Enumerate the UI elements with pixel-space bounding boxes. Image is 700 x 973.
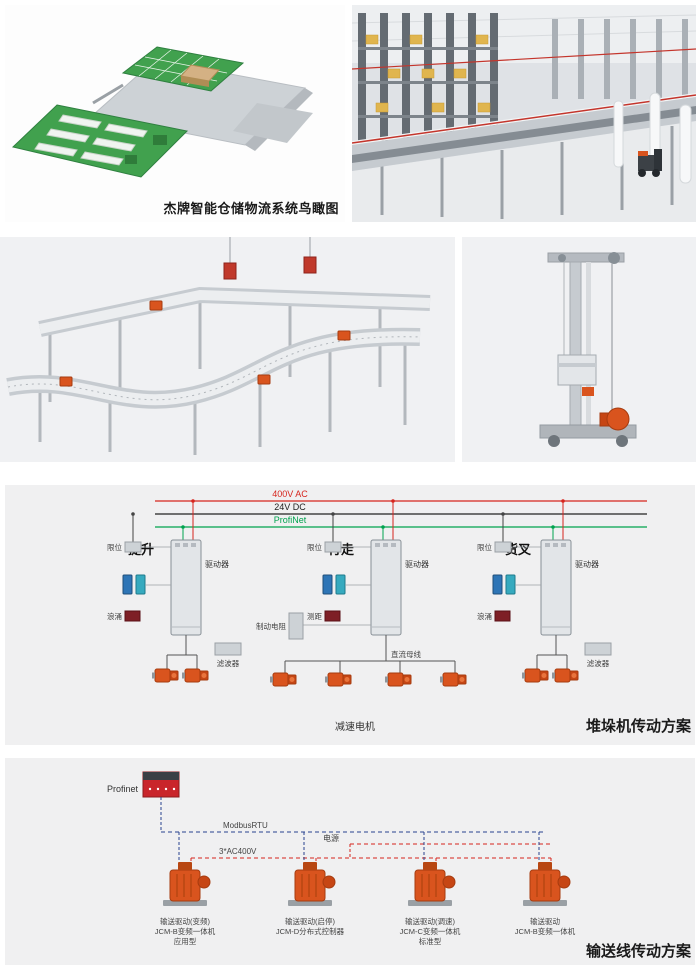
stacker-diagram-caption: 堆垛机传动方案 — [586, 717, 692, 735]
stacker-group-travel: 行走 驱动器 限位 测距 制动电阻 — [256, 499, 467, 687]
driver-label: 驱动器 — [575, 559, 599, 569]
conveyor-drive-diagram: Profinet ModbusRTU 电源 3*AC400V — [107, 771, 692, 960]
gear-motor-icon — [151, 668, 179, 683]
warehouse-overview-illustration — [11, 46, 313, 178]
stacker-drive-diagram-panel: 400V AC 24V DC ProfiNet 提升 驱动器 限位 浪涌 — [5, 485, 695, 745]
contactor-icon — [335, 574, 346, 595]
stacker-crane-image — [462, 237, 696, 462]
bus-24vdc-label: 24V DC — [274, 502, 306, 512]
limit-label: 限位 — [107, 542, 122, 552]
pallet-boxes — [365, 34, 491, 113]
bus-400vac-label: 400V AC — [272, 489, 308, 499]
unit4-line1: 输送驱动 — [530, 916, 560, 926]
gear-motor-caption: 减速电机 — [335, 720, 375, 733]
limit-switch-box — [124, 541, 142, 553]
breaker-icon — [492, 574, 503, 595]
gear-motor-icon — [269, 672, 297, 687]
storage-racks — [358, 13, 688, 141]
ranging-box — [324, 610, 341, 622]
limit-label: 限位 — [307, 542, 322, 552]
contactor-icon — [135, 574, 146, 595]
gear-motor-icon — [181, 668, 209, 683]
surge-label: 浪涌 — [107, 611, 122, 621]
stacker-group-fork: 货叉 驱动器 限位 浪涌 滤波器 — [477, 499, 612, 683]
conveyor-drive-motor-icon — [522, 861, 571, 907]
conveyor-motor-icons — [59, 300, 351, 387]
filter-box — [584, 642, 612, 656]
gear-motor-icon — [521, 668, 549, 683]
limit-switch-box — [324, 541, 342, 553]
stacker-drive-diagram: 400V AC 24V DC ProfiNet 提升 驱动器 限位 浪涌 — [107, 489, 692, 735]
contactor-icon — [505, 574, 516, 595]
mezzanine-conveyor — [352, 93, 696, 171]
surge-box — [494, 610, 511, 622]
conveyor-diagram-caption: 输送线传动方案 — [586, 942, 692, 960]
driver-label: 驱动器 — [205, 559, 229, 569]
filter-label: 滤波器 — [217, 658, 240, 668]
brake-resistor-label: 制动电阻 — [256, 621, 286, 631]
filter-box — [214, 642, 242, 656]
overview-photo-panel: 杰牌智能仓储物流系统鸟瞰图 — [5, 5, 345, 222]
profinet-label: Profinet — [107, 784, 139, 794]
modbus-label: ModbusRTU — [223, 821, 268, 830]
limit-switch-box — [494, 541, 512, 553]
gear-motor-icon — [439, 672, 467, 687]
unit2-line1: 输送驱动(启停) — [285, 916, 335, 926]
stacker-group-lift: 提升 驱动器 限位 浪涌 滤波器 — [107, 499, 242, 683]
limit-label: 限位 — [477, 542, 492, 552]
ranging-label: 测距 — [307, 612, 322, 621]
bus-profinet-label: ProfiNet — [274, 515, 307, 525]
gear-motor-icon — [551, 668, 579, 683]
unit3-line3: 标准型 — [419, 936, 442, 946]
conveyor-drive-motor-icon — [162, 861, 211, 907]
driver-label: 驱动器 — [405, 559, 429, 569]
ac400v-label: 3*AC400V — [219, 847, 257, 856]
conveyor-tracks — [6, 286, 431, 409]
unit2-line2: JCM-D分布式控制器 — [276, 926, 345, 936]
driver-box — [540, 539, 572, 636]
forklift-icon — [638, 149, 662, 177]
overview-caption: 杰牌智能仓储物流系统鸟瞰图 — [163, 201, 339, 216]
warehouse-overview-image — [5, 5, 345, 222]
gear-motor-icon — [384, 672, 412, 687]
bus-drop-lines — [178, 832, 552, 862]
conveyor-system-image — [0, 237, 455, 462]
power-label: 电源 — [323, 833, 339, 843]
unit1-line2: JCM-B变频一体机 — [155, 926, 216, 936]
unit1-line3: 应用型 — [174, 936, 197, 946]
white-columns — [613, 92, 692, 184]
filter-label: 滤波器 — [587, 658, 610, 668]
plc-icon — [142, 771, 180, 798]
driver-box — [170, 539, 202, 636]
conveyor-drive-motor-icon — [287, 861, 336, 907]
warehouse-interior-panel — [352, 5, 696, 222]
gear-motor-icon — [324, 672, 352, 687]
driver-box — [370, 539, 402, 636]
surge-box — [124, 610, 141, 622]
stacker-crane-photo-panel — [462, 237, 696, 462]
hanging-units — [223, 237, 317, 280]
stacker-crane-illustration — [539, 252, 637, 447]
unit4-line2: JCM-B变频一体机 — [515, 926, 576, 936]
unit3-line1: 输送驱动(调速) — [405, 916, 455, 926]
breaker-icon — [322, 574, 333, 595]
unit1-line1: 输送驱动(变频) — [160, 916, 210, 926]
group-fork-label: 货叉 — [505, 542, 532, 557]
dc-bus-label: 直流母线 — [391, 649, 421, 659]
surge-label: 浪涌 — [477, 611, 492, 621]
conveyor-photo-panel — [0, 237, 455, 462]
unit3-line2: JCM-C变频一体机 — [400, 926, 461, 936]
conveyor-drive-motor-icon — [407, 861, 456, 907]
breaker-icon — [122, 574, 133, 595]
unit-captions: 输送驱动(变频) JCM-B变频一体机 应用型 输送驱动(启停) JCM-D分布… — [155, 916, 576, 946]
conveyor-drive-diagram-panel: Profinet ModbusRTU 电源 3*AC400V — [5, 758, 695, 965]
brake-resistor-box — [288, 612, 304, 640]
warehouse-interior-image — [352, 5, 696, 222]
